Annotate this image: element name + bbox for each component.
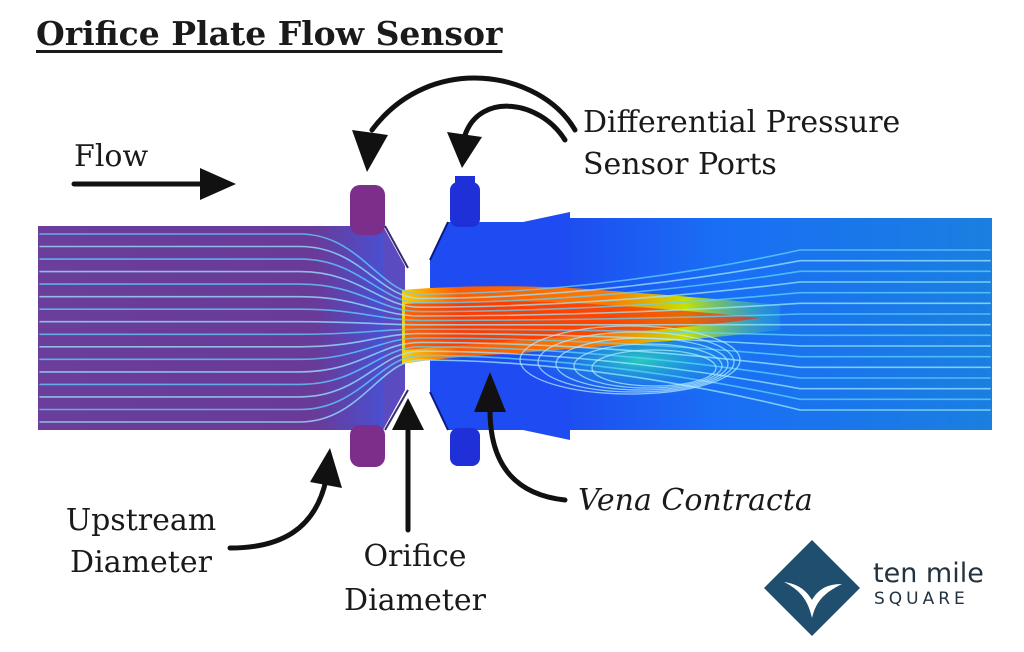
recirculation-streamline <box>555 337 729 391</box>
downstream-port-cap <box>455 176 475 186</box>
streamline <box>39 233 991 295</box>
orifice-arrow-head <box>392 398 424 430</box>
streamline <box>39 295 991 317</box>
streamlines <box>39 233 991 423</box>
streamline <box>39 345 991 386</box>
vena-arrow <box>487 407 568 503</box>
orifice-edge-bottom <box>384 389 409 431</box>
downstream-port-upper <box>450 182 480 227</box>
recirculation-streamline <box>519 325 741 395</box>
logo-text-ten-mile: ten mile <box>873 558 984 589</box>
dp-arrow-right <box>462 103 568 143</box>
streamline <box>39 354 991 411</box>
streamline <box>39 341 991 373</box>
streamline <box>39 270 991 309</box>
upstream-taper <box>383 226 405 430</box>
streamline <box>39 359 991 423</box>
downstream-port-lower <box>450 428 480 466</box>
recirculation-streamline <box>537 331 735 393</box>
diagram-title: Orifice Plate Flow Sensor <box>36 14 503 53</box>
jet-center <box>405 301 760 350</box>
recirculation-streamline <box>591 349 717 387</box>
flow-label: Flow <box>74 139 149 174</box>
recirculation-streamline <box>573 343 723 389</box>
upstream-label-line2: Diameter <box>70 545 212 580</box>
dp-ports-label-line1: Differential Pressure <box>583 105 901 140</box>
orifice-label-line2: Diameter <box>344 583 486 618</box>
upstream-plate-lower <box>350 425 385 467</box>
streamline <box>39 332 991 348</box>
upstream-plate <box>350 185 385 235</box>
vena-arrow-head <box>474 372 506 412</box>
vena-contracta-label: Vena Contracta <box>578 483 813 518</box>
chamber-edge-bottom <box>429 391 449 431</box>
streamline <box>39 337 991 361</box>
orifice-edge-top <box>384 225 409 269</box>
logo-swoosh <box>784 582 842 618</box>
streamline <box>39 258 991 304</box>
upstream-arrow <box>227 477 329 551</box>
flow-arrow-head <box>200 168 236 200</box>
streamline <box>39 328 991 337</box>
orifice-plate-top <box>385 222 448 268</box>
dp-arrow-right-head <box>447 132 482 168</box>
dp-arrow-left-head <box>352 130 388 172</box>
streamline <box>39 308 991 322</box>
upstream-arrow-head <box>310 448 342 488</box>
dp-ports-label-line2: Sensor Ports <box>583 147 777 182</box>
logo-diamond <box>764 540 860 636</box>
annotation-arrows <box>71 75 578 551</box>
logo-text-square: SQUARE <box>874 589 969 609</box>
upstream-pipe <box>38 226 383 430</box>
ten-mile-square-logo-mark <box>764 540 860 636</box>
orifice-label-line1: Orifice <box>363 539 467 574</box>
streamline <box>39 245 991 300</box>
dp-arrow-left <box>369 75 578 133</box>
upstream-label-line1: Upstream <box>65 503 217 538</box>
streamline <box>39 320 991 326</box>
chamber-edge-top <box>429 221 449 261</box>
streamline <box>39 283 991 313</box>
